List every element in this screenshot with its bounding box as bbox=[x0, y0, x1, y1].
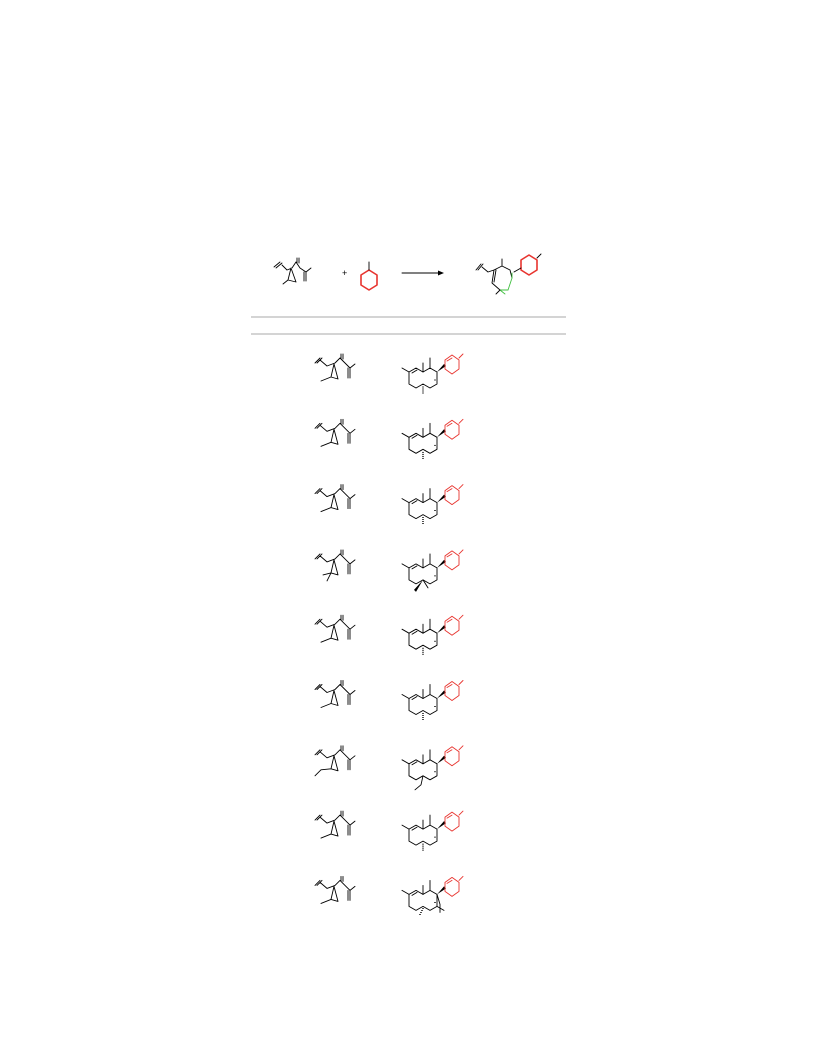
product-structure bbox=[401, 484, 464, 524]
product-structure bbox=[401, 549, 464, 592]
plus-sign: + bbox=[342, 268, 347, 278]
product-structure bbox=[401, 353, 464, 394]
table-row bbox=[314, 614, 464, 655]
substrate-structure bbox=[314, 353, 356, 382]
table-row bbox=[314, 353, 464, 394]
table-row bbox=[314, 549, 464, 592]
table-rows bbox=[314, 353, 464, 915]
substrate-structure bbox=[314, 549, 356, 582]
substrate-structure bbox=[314, 745, 356, 777]
reactant-diene-cyclopropane bbox=[273, 257, 312, 285]
product-structure bbox=[401, 875, 464, 915]
substrate-structure bbox=[314, 418, 356, 447]
product-structure bbox=[401, 745, 464, 791]
substrate-structure bbox=[314, 614, 356, 643]
table-row bbox=[314, 680, 464, 720]
reactant-arene bbox=[360, 261, 378, 291]
substrate-structure bbox=[314, 680, 356, 708]
product-structure bbox=[401, 418, 464, 459]
product-cyclohexene bbox=[475, 253, 542, 295]
reaction-arrow bbox=[401, 270, 444, 276]
substrate-structure bbox=[314, 484, 356, 513]
substrate-structure bbox=[314, 875, 356, 904]
product-structure bbox=[401, 810, 464, 851]
product-structure bbox=[401, 680, 464, 720]
table-row bbox=[314, 745, 464, 791]
table-row bbox=[314, 875, 464, 915]
substrate-structure bbox=[314, 810, 356, 839]
table-row bbox=[314, 484, 464, 524]
table-row bbox=[314, 810, 464, 851]
table-row bbox=[314, 418, 464, 459]
product-structure bbox=[401, 614, 464, 655]
